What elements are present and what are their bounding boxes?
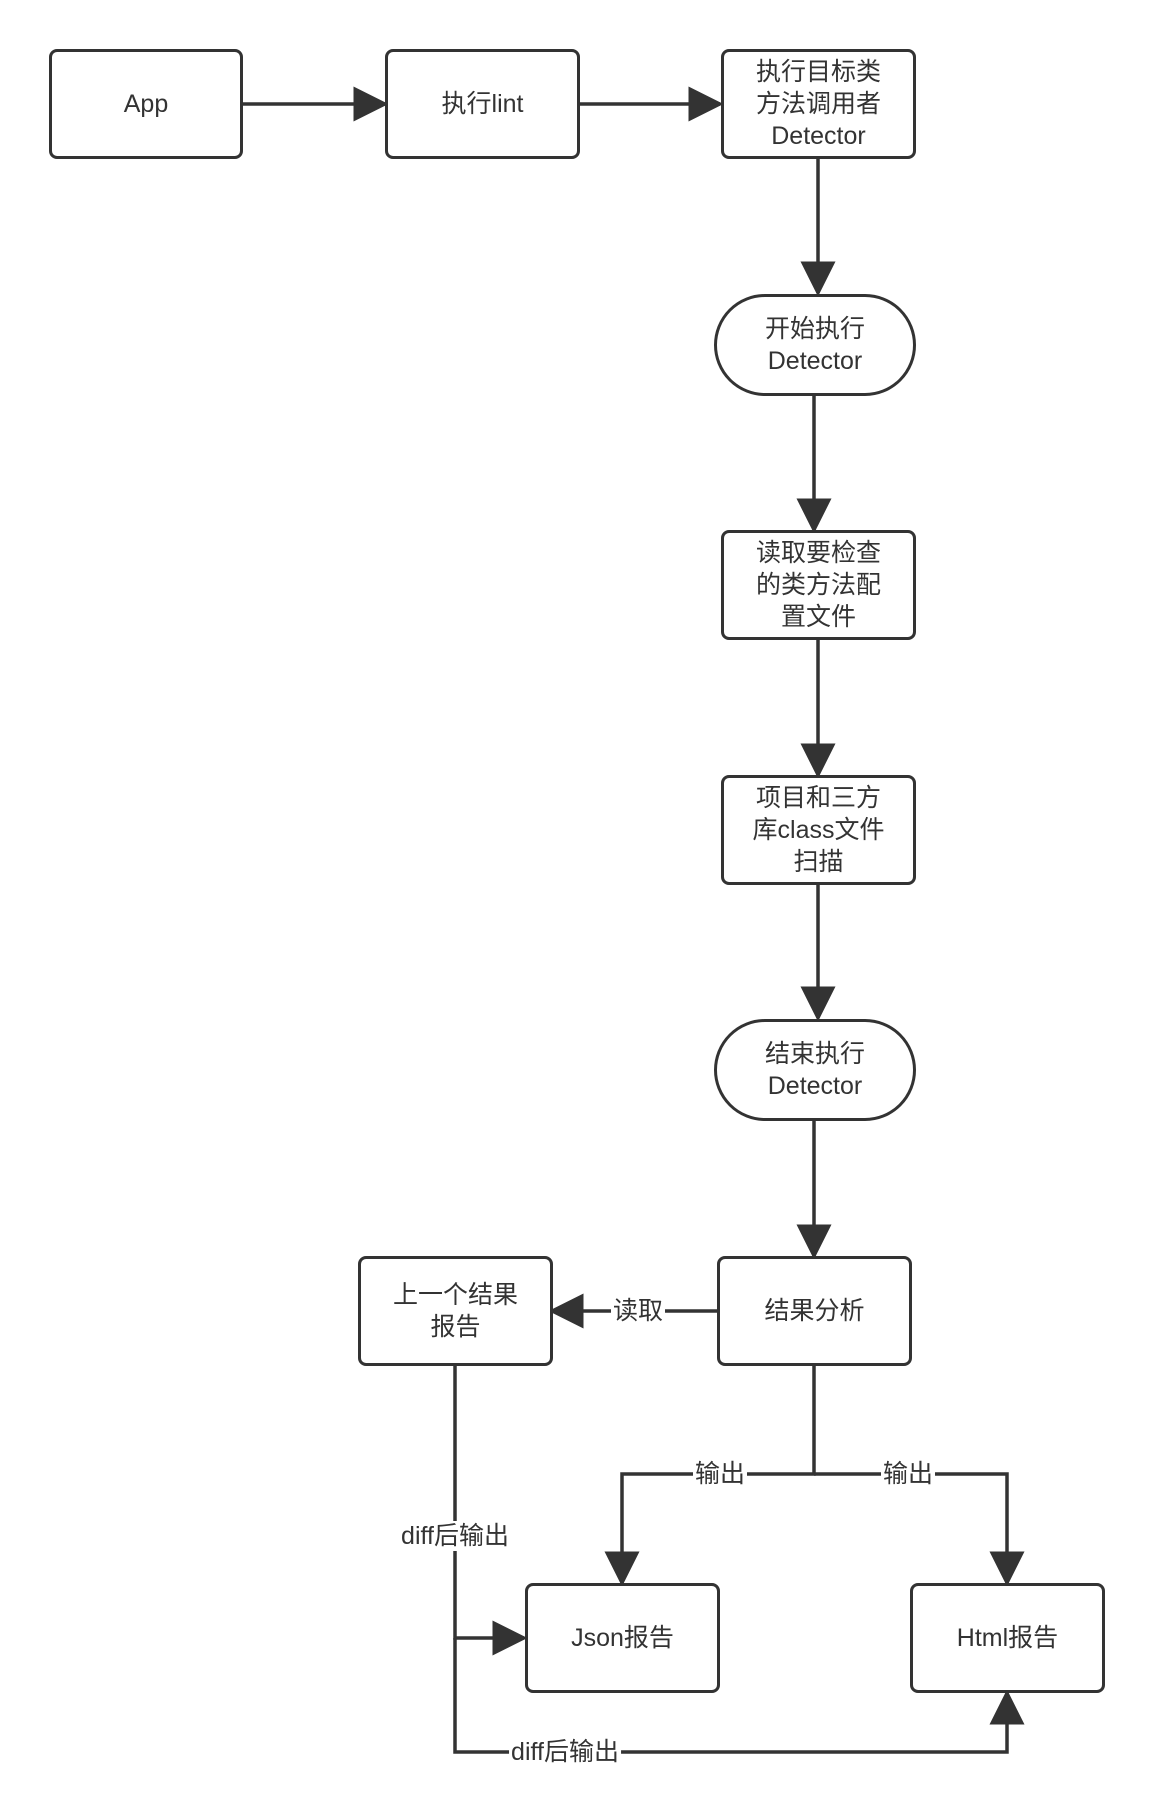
node-read-config: 读取要检查 的类方法配 置文件 [721, 530, 916, 640]
node-app: App [49, 49, 243, 159]
node-start-detector: 开始执行 Detector [714, 294, 916, 396]
node-scan-classes: 项目和三方 库class文件 扫描 [721, 775, 916, 885]
label-output-html: 输出 [880, 1459, 936, 1489]
node-html-report: Html报告 [910, 1583, 1105, 1693]
label-read: 读取 [610, 1296, 666, 1326]
node-result-analysis: 结果分析 [717, 1256, 912, 1366]
label-output-json: 输出 [692, 1459, 748, 1489]
edge-analysis-to-html [814, 1472, 1025, 1587]
node-run-lint: 执行lint [385, 49, 580, 159]
edge-prev-to-html [453, 1638, 1025, 1754]
label-diff-html: diff后输出 [509, 1737, 621, 1767]
node-prev-report: 上一个结果 报告 [358, 1256, 553, 1366]
edge-prev-to-json [453, 1366, 528, 1656]
node-target-caller: 执行目标类 方法调用者 Detector [721, 49, 916, 159]
node-end-detector: 结束执行 Detector [714, 1019, 916, 1121]
node-json-report: Json报告 [525, 1583, 720, 1693]
label-diff-json: diff后输出 [399, 1521, 511, 1551]
